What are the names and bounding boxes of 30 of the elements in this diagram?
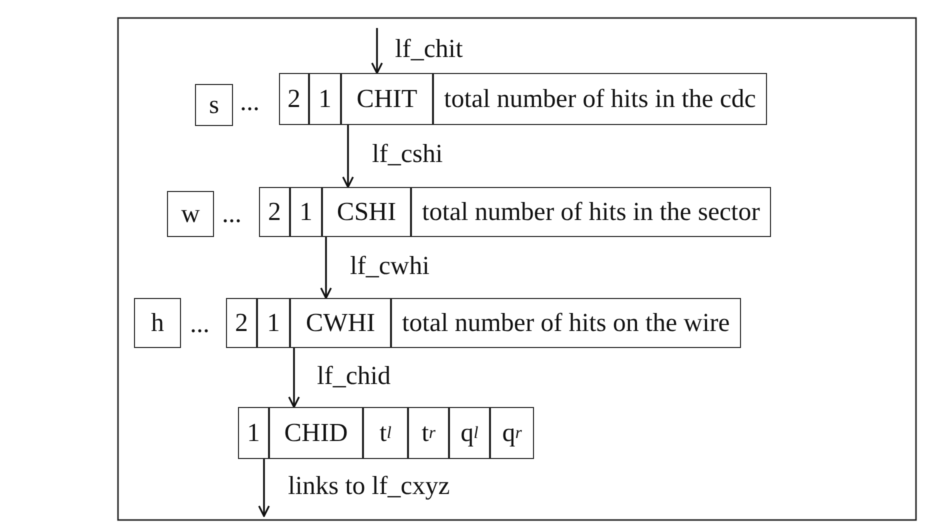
description-cell: total number of hits on the wire [391,298,741,348]
description-cell: total number of hits in the sector [411,187,771,237]
edge-label: lf_chit [395,34,463,64]
description-cell: total number of hits in the cdc [433,73,767,125]
index-cell: 2 [279,73,309,125]
bank-name-cell: CHID [269,407,363,459]
counter-box: w [167,191,214,237]
ellipsis: ... [240,87,260,117]
index-cell: 2 [259,187,290,237]
edge-label: lf_cshi [372,139,443,169]
bank-name-cell: CWHI [290,298,391,348]
arrow [342,125,354,188]
index-cell: 2 [226,298,257,348]
index-cell: 1 [238,407,269,459]
counter-box: s [195,84,233,126]
arrow [288,348,300,408]
edge-label: lf_cwhi [350,250,430,280]
bank-name-cell: CSHI [322,187,411,237]
ellipsis: ... [190,309,210,339]
bank-name-cell: CHIT [341,73,433,125]
arrow [371,28,383,74]
ellipsis: ... [222,199,242,229]
edge-label: lf_chid [317,360,391,390]
index-cell: 1 [309,73,341,125]
arrow [320,237,332,299]
edge-label: links to lf_cxyz [288,470,450,500]
index-cell: 1 [290,187,322,237]
arrow [258,459,270,517]
counter-box: h [134,298,181,348]
index-cell: 1 [257,298,290,348]
